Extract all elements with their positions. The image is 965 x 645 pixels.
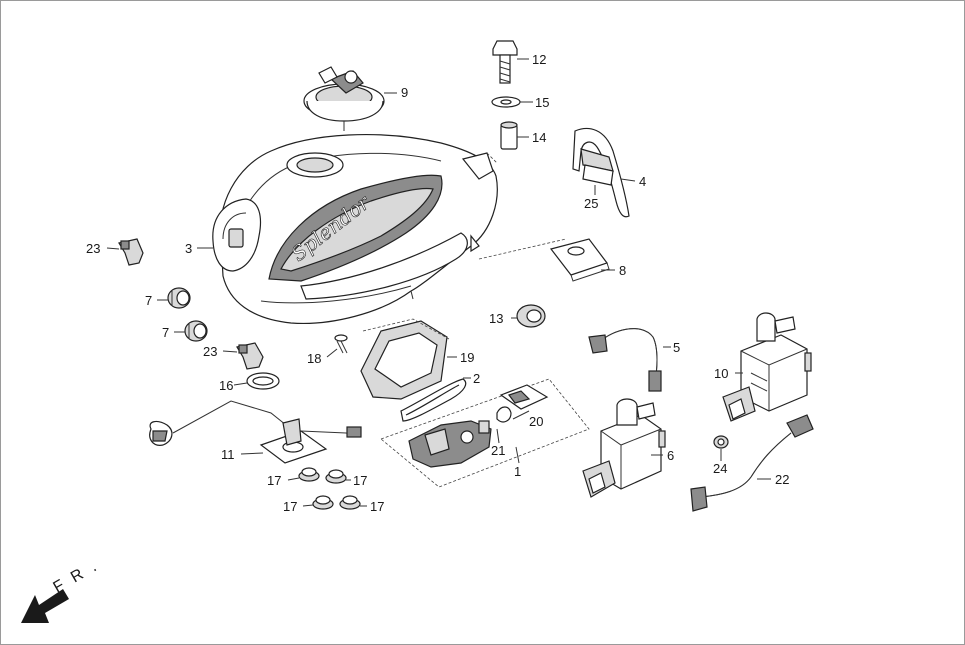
callout-6: 6 [667, 448, 674, 463]
front-direction-arrow [21, 589, 69, 623]
pump-gasket [360, 318, 450, 400]
callout-22: 22 [775, 472, 789, 487]
callout-8: 8 [619, 263, 626, 278]
screw [334, 334, 348, 354]
callout-17-c: 17 [283, 499, 297, 514]
fuel-pump-assembly [380, 378, 590, 488]
grommet-lower [184, 320, 208, 342]
callout-17-d: 17 [370, 499, 384, 514]
callout-7-upper: 7 [145, 293, 152, 308]
clip-lower [236, 342, 264, 370]
callout-labels: 12 15 14 9 4 25 8 3 23 7 7 23 16 13 18 1… [86, 52, 789, 514]
callout-25: 25 [584, 196, 598, 211]
callout-18: 18 [307, 351, 321, 366]
rubber-mount [549, 238, 610, 282]
fuel-tank: Splendor [212, 134, 567, 325]
callout-9: 9 [401, 85, 408, 100]
hose-nut [713, 435, 729, 449]
leader-lines [106, 58, 771, 507]
callout-23-lower: 23 [203, 344, 217, 359]
callout-2: 2 [473, 371, 480, 386]
callout-12: 12 [532, 52, 546, 67]
callout-21: 21 [491, 443, 505, 458]
callout-7-lower: 7 [162, 325, 169, 340]
front-direction-label: F R . [51, 557, 103, 597]
o-ring [400, 378, 467, 422]
callout-10: 10 [714, 366, 728, 381]
fuel-valve [582, 398, 666, 498]
grommet-upper [167, 287, 191, 309]
collar [500, 121, 518, 150]
fuel-cap [303, 66, 385, 131]
washer [491, 96, 521, 108]
callout-19: 19 [460, 350, 474, 365]
sender-gasket [246, 372, 280, 390]
callout-24: 24 [713, 461, 727, 476]
callout-16: 16 [219, 378, 233, 393]
callout-17-a: 17 [267, 473, 281, 488]
callout-15: 15 [535, 95, 549, 110]
callout-1: 1 [514, 464, 521, 479]
callout-20: 20 [529, 414, 543, 429]
callout-17-b: 17 [353, 473, 367, 488]
rubber-grommet [516, 304, 546, 328]
callout-13: 13 [489, 311, 503, 326]
bolt [492, 40, 518, 84]
rear-bracket [572, 127, 630, 218]
callout-3: 3 [185, 241, 192, 256]
clip-upper [118, 238, 144, 266]
fuel-level-sender [149, 400, 362, 464]
evap-canister [722, 312, 812, 422]
callout-23-upper: 23 [86, 241, 100, 256]
callout-4: 4 [639, 174, 646, 189]
callout-5: 5 [673, 340, 680, 355]
callout-11: 11 [221, 447, 235, 462]
fuel-hose [588, 328, 662, 392]
flange-nuts [298, 467, 361, 510]
callout-14: 14 [532, 130, 546, 145]
hose-assembly [690, 414, 814, 512]
